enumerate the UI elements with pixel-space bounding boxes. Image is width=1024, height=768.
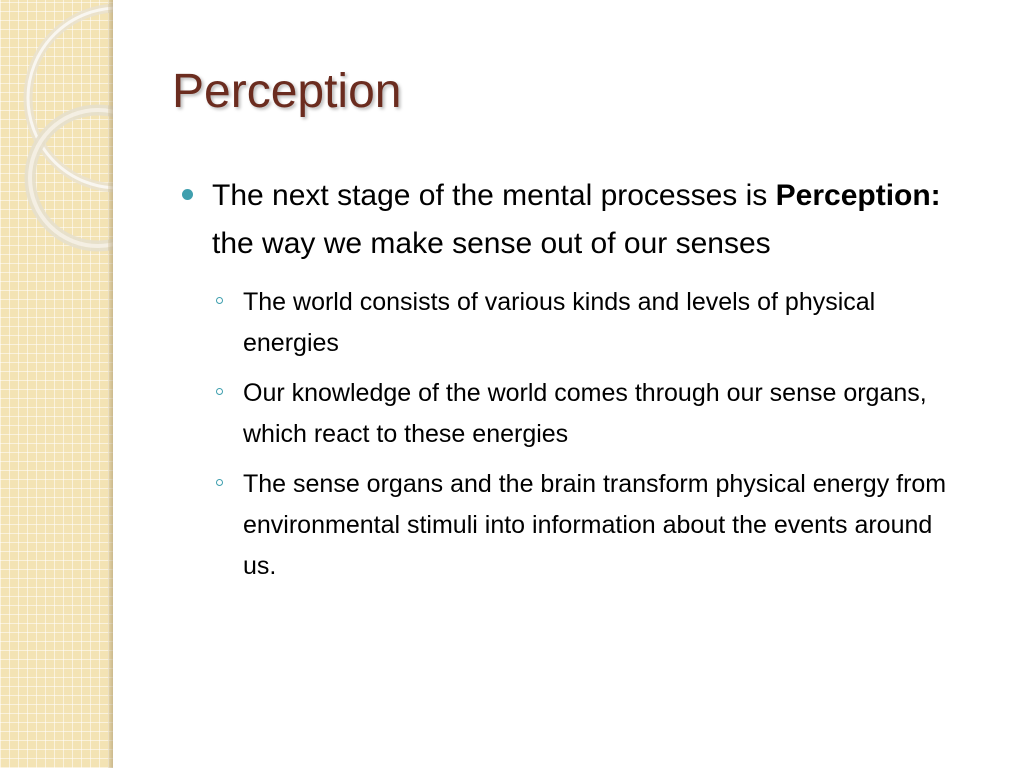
main-bullet-rest-text: the way we make sense out of our senses [212,227,771,260]
bullet-dot-icon [182,189,193,200]
sub-bullet-item: The world consists of various kinds and … [212,282,972,364]
hollow-bullet-icon [216,388,223,395]
slide-title: Perception [172,65,402,118]
main-bullet-lead-text: The next stage of the mental processes i… [212,179,776,212]
sub-bullet-item: The sense organs and the brain transform… [212,464,972,587]
sub-bullet-item: Our knowledge of the world comes through… [212,373,972,455]
decorative-rings-graphic [23,3,113,252]
sub-bullet-text: The sense organs and the brain transform… [243,470,947,580]
hollow-bullet-icon [216,479,223,486]
sub-bullet-text: The world consists of various kinds and … [243,288,876,357]
slide-body: The next stage of the mental processes i… [182,172,972,596]
sub-bullet-text: Our knowledge of the world comes through… [243,379,927,448]
sub-bullet-list: The world consists of various kinds and … [182,282,972,587]
main-bullet: The next stage of the mental processes i… [182,172,972,268]
main-bullet-bold-term: Perception: [775,179,941,212]
hollow-bullet-icon [216,297,223,304]
side-panel-edge [108,0,113,768]
decorative-side-panel [0,0,113,768]
